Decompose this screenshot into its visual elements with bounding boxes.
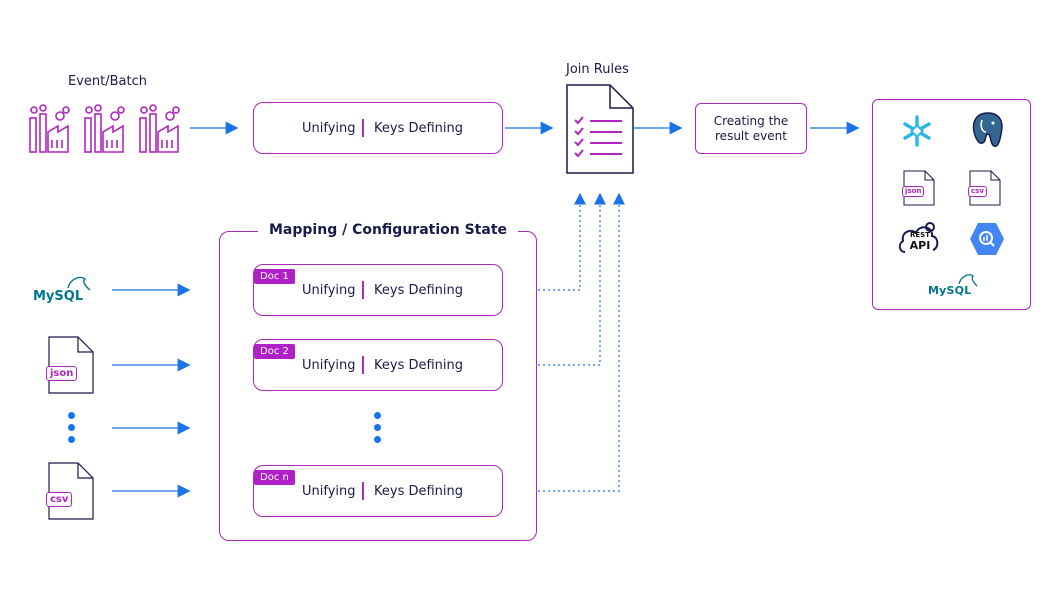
doc-pill-n: Doc n Unifying Keys Defining — [253, 465, 503, 517]
pill-keys-label: Keys Defining — [374, 120, 464, 136]
doc-tag-1: Doc 1 — [254, 269, 295, 284]
join-rules-document — [566, 84, 634, 174]
doc2-separator — [362, 356, 364, 374]
doc-tag-2: Doc 2 — [254, 344, 295, 359]
docn-separator — [362, 482, 364, 500]
mysql-icon — [958, 274, 978, 287]
result-line-1: Creating the — [713, 114, 789, 128]
doc-pill-1: Doc 1 Unifying Keys Defining — [253, 264, 503, 316]
result-line-2: result event — [715, 129, 787, 143]
dest-mysql-text: MySQL — [928, 284, 972, 297]
doc-tag-n: Doc n — [254, 470, 295, 485]
docn-unifying-label: Unifying — [302, 483, 356, 499]
rest-api-icon: REST API — [897, 218, 941, 258]
dest-mysql-logo: MySQL — [927, 272, 987, 298]
doc-pill-2: Doc 2 Unifying Keys Defining — [253, 339, 503, 391]
dest-csv-file: csv — [968, 170, 1001, 206]
event-batch-label: Event/Batch — [68, 74, 147, 89]
doc1-keys-label: Keys Defining — [374, 282, 464, 298]
bigquery-icon — [970, 223, 1004, 255]
csv-file-icon — [48, 462, 94, 520]
api-text: API — [909, 239, 931, 252]
pill-separator — [362, 119, 364, 137]
mapping-title: Mapping / Configuration State — [258, 222, 519, 238]
source-csv-tag: csv — [46, 492, 73, 507]
postgresql-icon — [972, 112, 1003, 148]
dest-json-file: json — [902, 170, 935, 206]
source-mysql-text: MySQL — [33, 289, 84, 304]
docn-keys-label: Keys Defining — [374, 483, 464, 499]
dotted-connector-doc1 — [538, 192, 586, 291]
destinations-panel: json csv REST API MySQL — [872, 99, 1031, 310]
source-ellipsis-icon — [68, 412, 76, 444]
dest-json-tag: json — [902, 186, 925, 197]
mapping-ellipsis-icon — [374, 412, 382, 444]
dotted-connector-docn — [538, 192, 625, 492]
doc1-unifying-label: Unifying — [302, 282, 356, 298]
join-rules-label: Join Rules — [566, 62, 629, 77]
factory-icons-group — [28, 104, 188, 154]
pill-unifying-label: Unifying — [302, 120, 356, 136]
factory-icon — [29, 104, 180, 153]
result-event-box: Creating the result event — [695, 103, 807, 154]
source-json-file: json — [46, 336, 94, 394]
top-unifying-pill: Unifying Keys Defining — [253, 102, 503, 154]
source-csv-file: csv — [46, 462, 94, 520]
dest-csv-tag: csv — [968, 186, 987, 197]
doc2-keys-label: Keys Defining — [374, 357, 464, 373]
json-file-icon — [48, 336, 94, 394]
doc1-separator — [362, 281, 364, 299]
checklist-document-icon — [566, 84, 634, 174]
dotted-connector-doc2 — [538, 192, 606, 366]
snowflake-icon — [903, 115, 931, 147]
source-json-tag: json — [46, 366, 78, 381]
rest-text: REST — [910, 231, 930, 239]
doc2-unifying-label: Unifying — [302, 357, 356, 373]
mysql-icon — [67, 276, 91, 291]
source-mysql-logo: MySQL — [32, 274, 102, 306]
